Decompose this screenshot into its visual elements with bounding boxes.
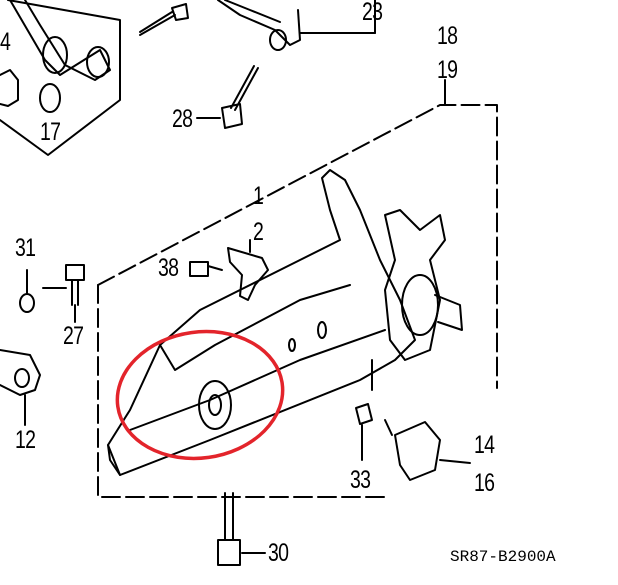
- washer-31: [19, 293, 35, 313]
- highlight-circle: [115, 329, 285, 461]
- callout-31: 31: [15, 234, 36, 262]
- arm-bushing: [198, 380, 232, 430]
- callout-28: 28: [172, 105, 193, 133]
- callout-14: 14: [474, 431, 495, 459]
- bushing-left: [42, 36, 68, 74]
- bolt-28: [221, 65, 259, 129]
- callout-12: 12: [15, 426, 36, 454]
- callout-2: 2: [253, 218, 264, 246]
- part-14: [394, 421, 441, 481]
- upper-arm-left: [9, 0, 111, 81]
- callout-38: 38: [158, 254, 179, 282]
- upper-arm-23: [217, 0, 301, 46]
- assembly-box: [97, 104, 498, 389]
- callout-18: 18: [437, 22, 458, 50]
- callout-19: 19: [437, 56, 458, 84]
- bushing-right: [86, 46, 110, 78]
- bolt-30: [217, 492, 241, 566]
- trailing-arm: [107, 169, 416, 476]
- callout-27: 27: [63, 322, 84, 350]
- callout-30: 30: [268, 539, 289, 567]
- hub-knuckle: [384, 209, 446, 361]
- part-12: [0, 349, 41, 396]
- nut-33: [355, 403, 373, 425]
- drawing-code: SR87-B2900A: [450, 548, 556, 566]
- hub: [401, 274, 439, 336]
- spindle: [434, 294, 463, 331]
- callout-17: 17: [40, 118, 61, 146]
- bolt-27: [42, 264, 85, 306]
- callout-16: 16: [474, 469, 495, 497]
- callout-33: 33: [350, 466, 371, 494]
- bolt-top: [139, 3, 189, 36]
- bracket: [227, 247, 269, 301]
- callout-1: 1: [253, 182, 264, 210]
- group-box-top-left: [0, 0, 121, 156]
- callout-23: 23: [362, 0, 383, 26]
- callout-4: 4: [0, 28, 11, 56]
- bolt-38: [189, 261, 223, 277]
- bushing-17: [39, 83, 61, 113]
